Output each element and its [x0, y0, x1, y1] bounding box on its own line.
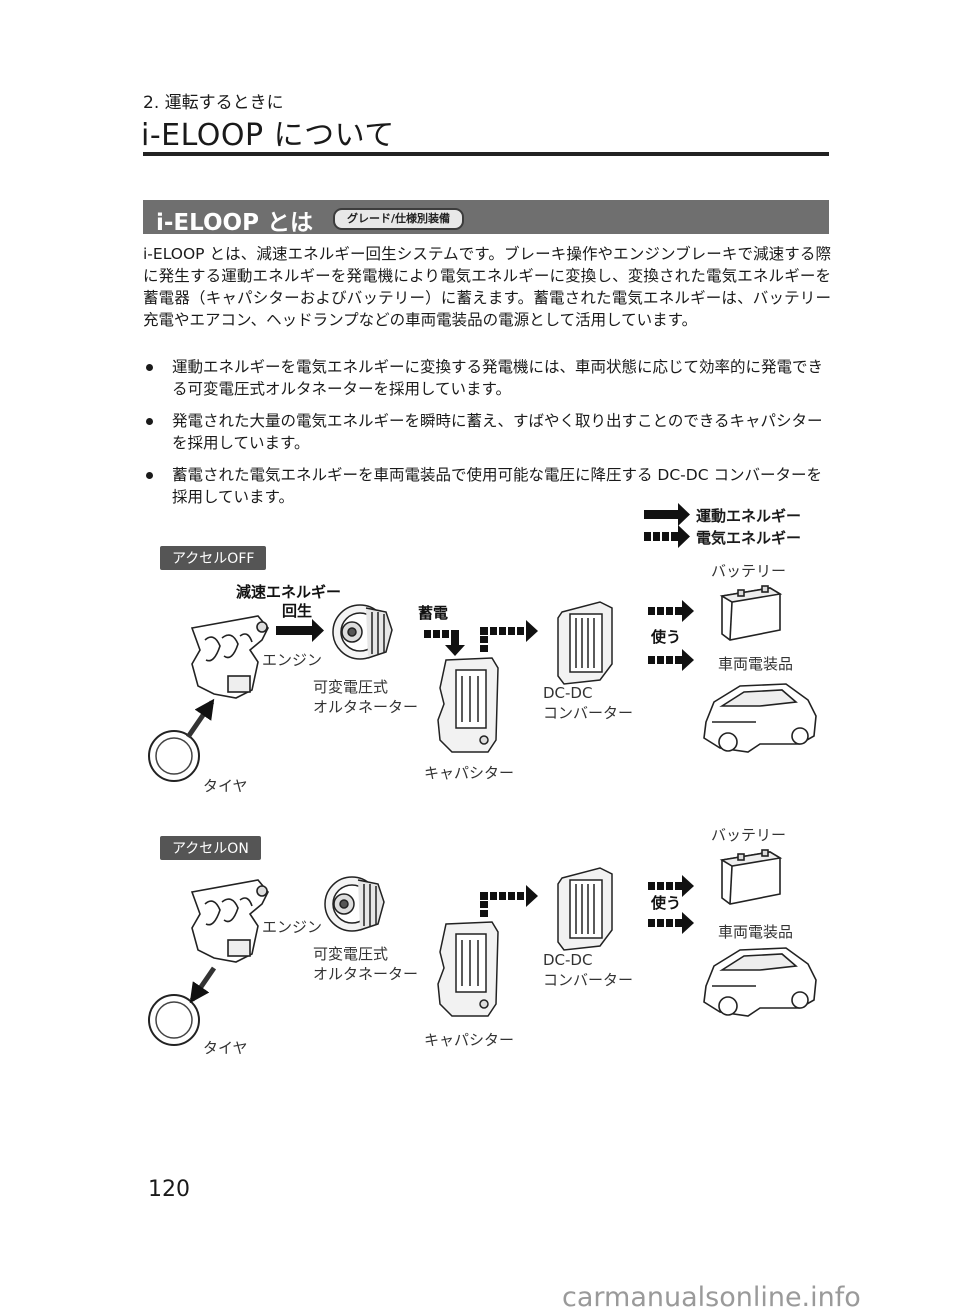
capacitor-icon — [437, 921, 499, 1017]
dcdc-label-2: コンバーター — [543, 971, 634, 989]
electrical-label: 車両電装品 — [718, 923, 794, 941]
alternator-icon — [332, 604, 393, 660]
drive-arrow — [189, 966, 217, 1004]
section-number: 2. 運転するときに — [143, 93, 284, 113]
engine-label: エンジン — [262, 651, 323, 669]
capacitor-label: キャパシター — [424, 764, 515, 782]
feature-list: 運動エネルギーを電気エネルギーに変換する発電機には、車両状態に応じて効率的に発電… — [143, 356, 831, 518]
capacitor-icon — [437, 657, 499, 753]
use-label: 使う — [651, 894, 682, 912]
engine-icon — [190, 615, 269, 699]
electric-arrow-to-capacitor — [424, 630, 465, 656]
regen-label-2: 回生 — [282, 602, 313, 620]
feature-item: 発電された大量の電気エネルギーを瞬時に蓄え、すばやく取り出すことのできるキャパシ… — [143, 410, 831, 454]
section-title: i-ELOOP とは — [156, 210, 313, 236]
electric-arrow-to-battery — [648, 600, 694, 622]
tire-icon — [148, 730, 200, 782]
alternator-label: 可変電圧式 — [313, 945, 389, 963]
regen-label: 減速エネルギー — [236, 583, 342, 601]
kinetic-arrow — [276, 619, 324, 642]
dcdc-converter-icon — [557, 601, 613, 685]
car-icon — [703, 683, 817, 753]
accel-off-tag: アクセルOFF — [160, 546, 267, 570]
alternator-icon — [324, 876, 385, 932]
section-heading-band: i-ELOOP とは グレード/仕様別装備 — [143, 200, 829, 236]
battery-icon — [719, 849, 783, 905]
alternator-label-2: オルタネーター — [313, 965, 419, 983]
capacitor-label: キャパシター — [424, 1031, 515, 1049]
electric-arrow-to-battery — [648, 875, 694, 897]
dcdc-label: DC-DC — [543, 951, 593, 969]
grade-badge: グレード/仕様別装備 — [333, 208, 465, 230]
legend-electric-arrow — [644, 525, 690, 548]
tire-label: タイヤ — [203, 777, 248, 795]
battery-label: バッテリー — [711, 562, 787, 580]
page-title: i-ELOOP について — [141, 118, 395, 153]
alternator-label-2: オルタネーター — [313, 698, 419, 716]
electric-arrow-to-dcdc — [480, 885, 538, 917]
feature-item: 蓄電された電気エネルギーを車両電装品で使用可能な電圧に降圧する DC-DC コン… — [143, 464, 831, 508]
electric-arrow-to-electrical — [648, 912, 694, 934]
regen-arrow — [185, 698, 215, 739]
dcdc-label: DC-DC — [543, 684, 593, 702]
tire-label: タイヤ — [203, 1039, 248, 1057]
feature-item: 運動エネルギーを電気エネルギーに変換する発電機には、車両状態に応じて効率的に発電… — [143, 356, 831, 400]
store-label: 蓄電 — [418, 604, 449, 622]
legend-kinetic-label: 運動エネルギー — [696, 507, 802, 525]
use-label: 使う — [651, 628, 682, 646]
engine-label: エンジン — [262, 918, 323, 936]
tire-icon — [148, 994, 200, 1046]
intro-paragraph: i-ELOOP とは、減速エネルギー回生システムです。ブレーキ操作やエンジンブレ… — [143, 245, 831, 329]
electric-arrow-to-electrical — [648, 649, 694, 671]
legend-electric-label: 電気エネルギー — [696, 529, 802, 547]
engine-icon — [190, 879, 269, 963]
battery-icon — [719, 585, 783, 641]
car-icon — [703, 947, 817, 1017]
title-divider — [143, 152, 829, 156]
legend-kinetic-arrow — [644, 503, 690, 526]
dcdc-converter-icon — [557, 867, 613, 951]
electric-arrow-to-dcdc — [480, 620, 538, 652]
watermark-footer: carmanualsonline.info — [562, 1282, 861, 1313]
accel-on-tag: アクセルON — [160, 836, 261, 860]
dcdc-label-2: コンバーター — [543, 704, 634, 722]
electrical-label: 車両電装品 — [718, 655, 794, 673]
page-number: 120 — [148, 1177, 190, 1202]
battery-label: バッテリー — [711, 826, 787, 844]
alternator-label: 可変電圧式 — [313, 678, 389, 696]
